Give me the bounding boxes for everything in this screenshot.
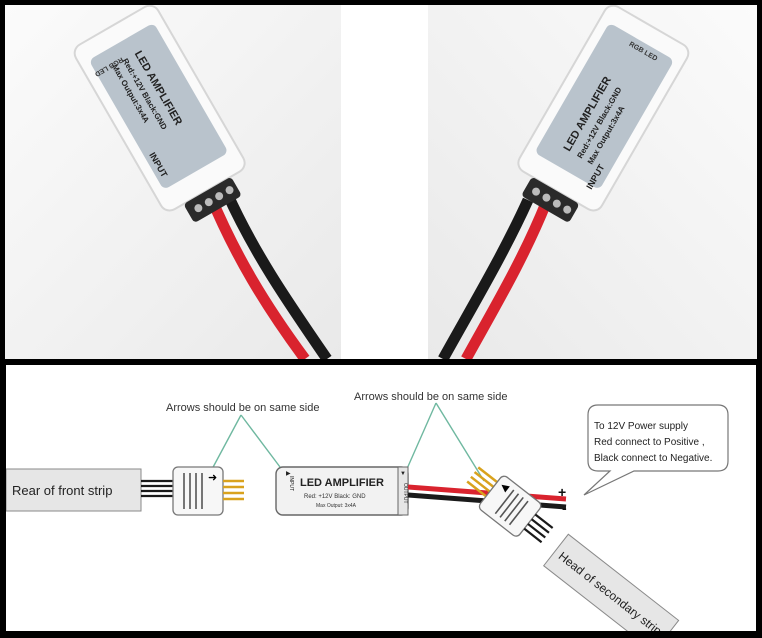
amplifier-left-illustration: RGB LED LED AMPLIFIER Red:+12V Black:GND… [5, 5, 341, 359]
left-connector [172, 466, 224, 516]
output-arrow-icon: ▼ [400, 471, 406, 477]
left-connector-arrow-icon: ➜ [208, 472, 217, 484]
input-label: INPUT [288, 476, 294, 491]
photo-amplifier-right: RGB LED LED AMPLIFIER Red:+12V Black:GND… [428, 5, 757, 359]
rear-strip-cables [141, 479, 174, 498]
power-callout-line1: To 12V Power supply [594, 421, 688, 432]
head-strip-box: Head of secondary strip [542, 533, 680, 631]
output-label: OUTPUT [402, 483, 408, 504]
photo-amplifier-left: RGB LED LED AMPLIFIER Red:+12V Black:GND… [5, 5, 341, 359]
amplifier-title: LED AMPLIFIER [300, 477, 384, 489]
arrows-note-left: Arrows should be on same side [166, 402, 319, 414]
red-wire [461, 200, 552, 359]
arrows-note-right: Arrows should be on same side [354, 391, 507, 403]
left-connector-ribs [183, 473, 203, 509]
rear-strip-box [6, 468, 142, 512]
secondary-connector: ◀ [466, 466, 554, 544]
power-callout-line2: Red connect to Positive , [594, 437, 705, 448]
amplifier-spec: Red: +12V Black: GND [304, 494, 366, 500]
black-wire [438, 197, 534, 359]
input-arrow-icon: ▶ [286, 471, 291, 477]
rear-strip-label: Rear of front strip [12, 483, 112, 498]
left-connector-pins [223, 479, 244, 501]
amplifier-right-illustration: RGB LED LED AMPLIFIER Red:+12V Black:GND… [428, 5, 757, 359]
amplifier-output: Max Output: 3x4A [316, 503, 357, 509]
plus-sign: + [558, 484, 566, 500]
black-wire [221, 190, 332, 359]
amplifier-label [90, 24, 227, 188]
minus-sign: - [562, 500, 567, 516]
power-callout-line3: Black connect to Negative. [594, 453, 712, 464]
red-wire [204, 192, 310, 359]
wiring-diagram: Arrows should be on same side Arrows sho… [6, 365, 756, 631]
power-callout-bubble [583, 404, 729, 496]
head-strip-label: Head of secondary strip [556, 549, 665, 631]
photo-gap [341, 5, 428, 359]
pointer-lines [210, 402, 485, 482]
amplifier-label [536, 24, 673, 188]
wiring-diagram-svg: Arrows should be on same side Arrows sho… [6, 391, 729, 631]
